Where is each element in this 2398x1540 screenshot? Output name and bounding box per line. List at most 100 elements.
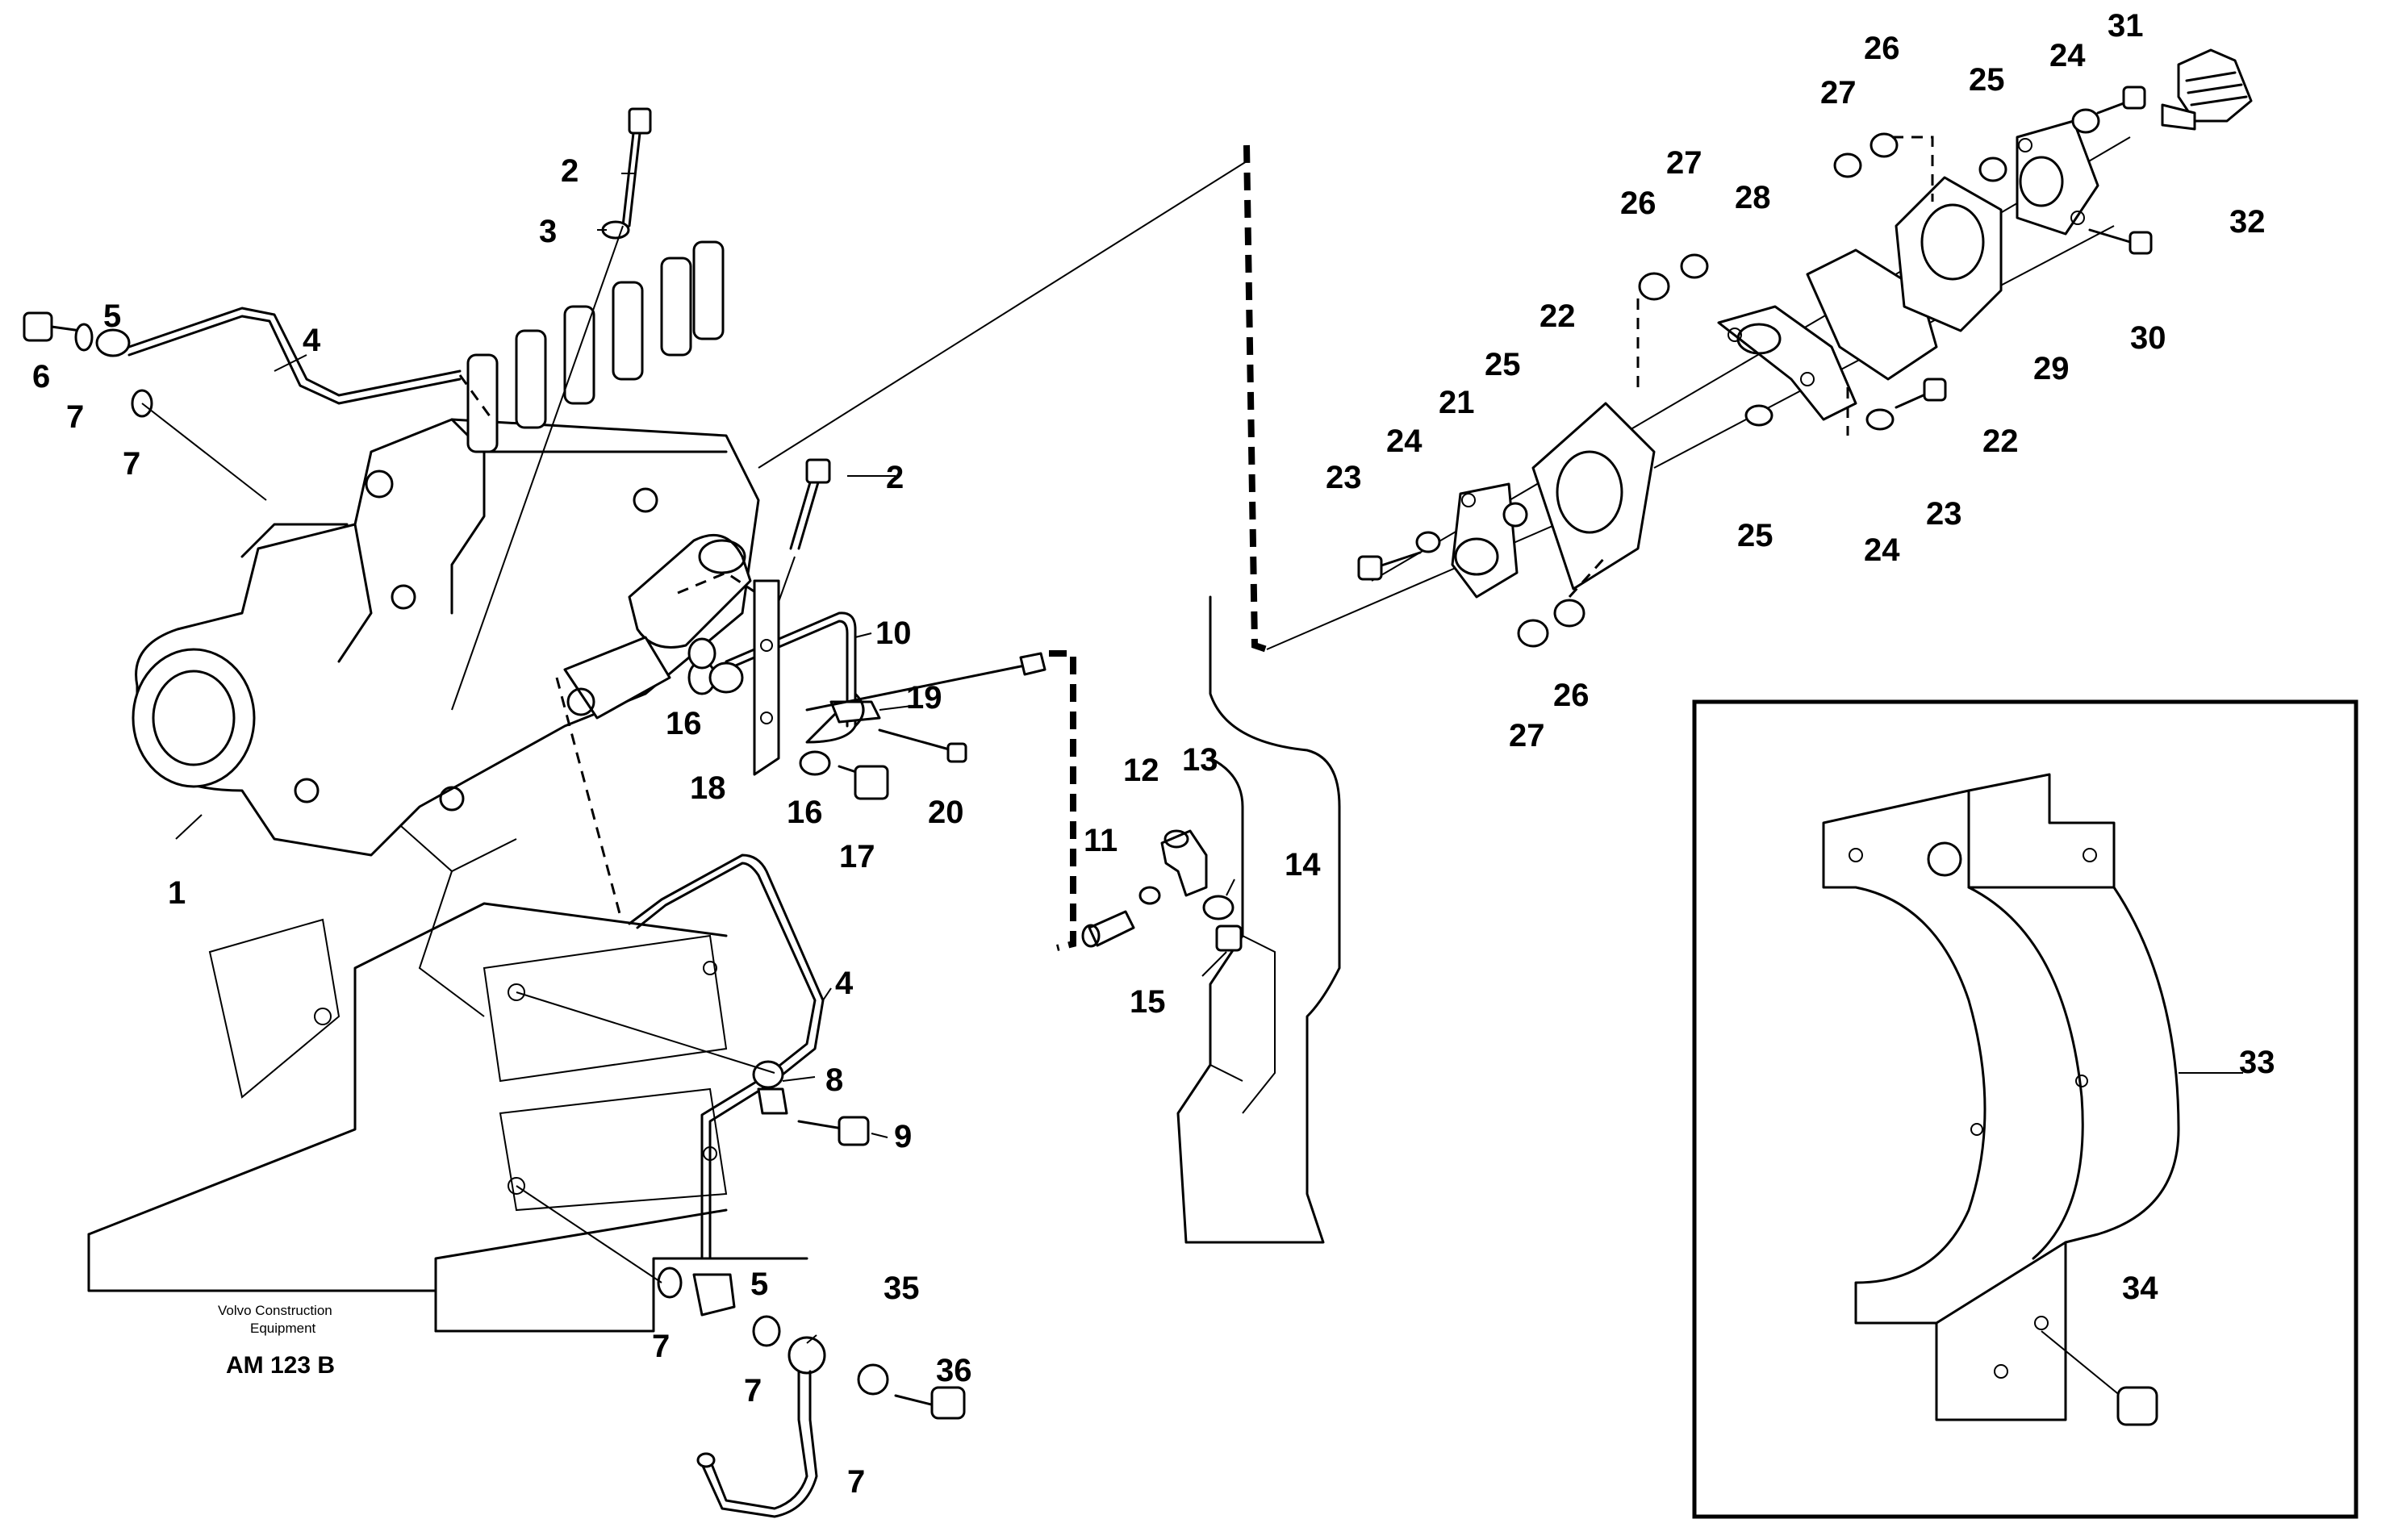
bracket-18 <box>753 579 780 776</box>
washer-24-top <box>2071 108 2100 134</box>
dash-nut-top <box>1892 136 1934 202</box>
screw-17 <box>838 765 889 800</box>
callout-30: 30 <box>2130 320 2166 356</box>
inset-detail <box>1692 699 2358 1519</box>
callout-11: 11 <box>1084 823 1118 858</box>
callout-32: 32 <box>2229 204 2266 240</box>
nut-27-lower <box>1517 619 1549 648</box>
callout-27-top: 27 <box>1820 75 1857 111</box>
clamp-19 <box>829 692 881 728</box>
screw-34 <box>2041 1330 2158 1426</box>
dash-nut-lower <box>1568 555 1607 599</box>
callout-14: 14 <box>1285 847 1321 883</box>
callout-24-top: 24 <box>2049 38 2086 73</box>
callout-7-lower-b: 7 <box>744 1373 762 1409</box>
union-11 <box>1081 910 1135 948</box>
callout-28: 28 <box>1735 180 1771 215</box>
washer-24-left <box>1415 531 1441 553</box>
callout-16-upper: 16 <box>666 706 702 741</box>
nut-26-top <box>1870 132 1899 158</box>
dash-flange-link <box>1243 144 1268 653</box>
washer-14 <box>1202 895 1235 920</box>
nut-26-mid <box>1638 272 1670 301</box>
callout-5-top: 5 <box>103 298 121 334</box>
callout-24-mid: 24 <box>1864 532 1900 568</box>
callout-26-mid: 26 <box>1620 186 1656 221</box>
washer-16-upper <box>687 637 716 670</box>
callout-2-top: 2 <box>561 153 579 189</box>
screw-36 <box>894 1386 966 1420</box>
callout-3: 3 <box>539 214 557 249</box>
overflow-fitting-top <box>23 311 267 501</box>
callout-22-right: 22 <box>1982 424 2019 459</box>
banjo-35 <box>696 1336 826 1518</box>
callout-26-lower: 26 <box>1553 678 1590 713</box>
nut-27-top <box>1833 152 1862 178</box>
flange-21 <box>1451 482 1519 599</box>
credit-line-2: Equipment <box>250 1321 316 1336</box>
fitting-5-lower <box>516 1185 736 1317</box>
callout-27-mid: 27 <box>1666 145 1702 181</box>
callout-25-top: 25 <box>1969 62 2005 98</box>
callout-5-lower: 5 <box>750 1267 768 1302</box>
dash-pump-down <box>555 677 623 920</box>
callout-35: 35 <box>884 1271 920 1306</box>
callout-29: 29 <box>2033 351 2070 386</box>
engine-block <box>87 806 808 1333</box>
screw-23-left <box>1357 551 1422 581</box>
washer-16-lower <box>799 750 831 776</box>
callout-21: 21 <box>1439 385 1475 420</box>
callout-9: 9 <box>894 1119 912 1154</box>
callout-25-left: 25 <box>1485 347 1521 382</box>
credit-line-1: Volvo Construction <box>218 1303 332 1318</box>
washer-24-mid <box>1865 408 1895 431</box>
drawing-code: AM 123 B <box>226 1352 335 1379</box>
callout-labels: 1 2 3 4 5 6 7 7 2 10 19 16 18 16 17 20 1… <box>32 8 2275 1500</box>
screw-20 <box>878 728 967 763</box>
callout-7-top-a: 7 <box>66 399 84 435</box>
screw-23-right <box>1895 378 1947 409</box>
callout-leaders <box>175 173 2227 1344</box>
o-ring-12 <box>1138 886 1161 905</box>
screw-top <box>451 107 652 711</box>
callout-15: 15 <box>1130 984 1166 1020</box>
washer-7-mid <box>752 1315 781 1347</box>
flange-29 <box>2016 119 2099 236</box>
callout-20: 20 <box>928 795 964 830</box>
callout-31: 31 <box>2108 8 2144 44</box>
plug-15 <box>1215 924 1243 952</box>
callout-7-lower-a: 7 <box>652 1329 670 1364</box>
fuel-pipe-lower <box>516 853 825 1260</box>
callout-16-lower: 16 <box>787 795 823 830</box>
callout-19: 19 <box>906 680 942 716</box>
callout-6: 6 <box>32 359 50 394</box>
pipe-to-elbow <box>805 650 1076 951</box>
callout-36: 36 <box>936 1353 972 1388</box>
gasket-22-left <box>1531 402 1656 591</box>
callout-18: 18 <box>690 770 726 806</box>
callout-4-lower: 4 <box>835 966 854 1001</box>
washer-25-mid <box>1744 404 1773 427</box>
elbow-13 <box>1160 829 1208 897</box>
leader-pump-to-flange <box>758 161 1247 469</box>
sensor-32 <box>2161 48 2253 131</box>
callout-23-right: 23 <box>1926 496 1962 532</box>
callout-2-right: 2 <box>886 460 904 495</box>
callout-34: 34 <box>2122 1271 2158 1306</box>
callout-7-top-b: 7 <box>123 446 140 482</box>
screw-right <box>774 458 831 614</box>
callout-26-top: 26 <box>1864 31 1900 66</box>
frame-bracket <box>1176 595 1341 1244</box>
injection-pump <box>132 240 760 857</box>
screw-9 <box>797 1116 870 1146</box>
callout-27-lower: 27 <box>1509 718 1545 753</box>
callout-24-left: 24 <box>1386 424 1423 459</box>
screw-30 <box>2088 228 2153 255</box>
screw-31 <box>2096 86 2146 115</box>
callout-7-lower-c: 7 <box>847 1464 865 1500</box>
washer-7-right <box>857 1363 889 1396</box>
callout-12: 12 <box>1123 753 1159 788</box>
nut-27-mid <box>1680 253 1709 279</box>
callout-13: 13 <box>1182 742 1218 778</box>
washer-25-left <box>1502 502 1528 528</box>
